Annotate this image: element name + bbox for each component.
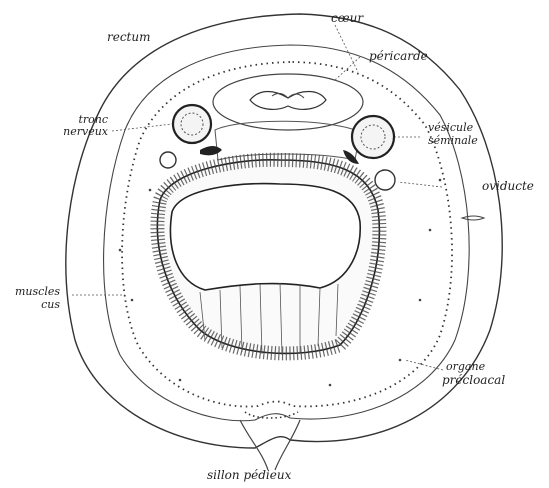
label-muscles: muscles bbox=[4, 286, 60, 297]
nerve-trunk-left bbox=[173, 105, 211, 143]
pedal-groove bbox=[240, 420, 300, 470]
nerve-ganglion-left bbox=[160, 152, 176, 168]
label-tronc: tronc bbox=[52, 114, 108, 125]
upper-chamber bbox=[215, 121, 360, 160]
label-organe: organe bbox=[446, 361, 485, 372]
label-oviducte: oviducte bbox=[482, 180, 534, 192]
label-coeur: cœur bbox=[331, 12, 363, 24]
pedal-groove-dots bbox=[245, 412, 298, 418]
label-sillon-pedieux: sillon pédieux bbox=[207, 469, 291, 481]
label-precloacal: précloacal bbox=[442, 374, 505, 386]
right-protrusion bbox=[462, 216, 484, 220]
label-vesicule: vésicule bbox=[428, 122, 473, 133]
dark-mass-left bbox=[200, 146, 222, 155]
oviduct bbox=[375, 170, 395, 190]
label-cus: cus bbox=[4, 299, 60, 310]
heart bbox=[250, 92, 326, 110]
intestine-lumen bbox=[170, 184, 360, 290]
heart-detail bbox=[272, 93, 304, 98]
seminal-vesicle bbox=[352, 116, 394, 158]
label-pericarde: péricarde bbox=[369, 50, 428, 62]
label-seminale: séminale bbox=[428, 135, 478, 146]
label-nerveux: nerveux bbox=[52, 126, 108, 137]
label-rectum: rectum bbox=[107, 31, 151, 43]
